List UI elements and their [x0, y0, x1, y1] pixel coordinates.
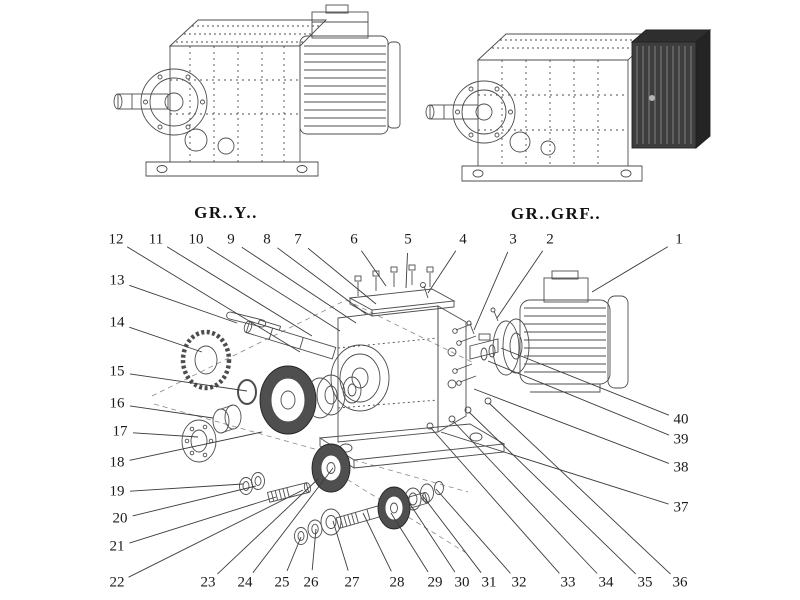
leader-line-29 [390, 512, 429, 573]
leader-line-2 [496, 250, 544, 319]
leader-line-6 [361, 250, 387, 287]
callout-26: 26 [303, 574, 319, 591]
leader-line-7 [307, 247, 377, 305]
leader-line-39 [487, 360, 670, 436]
callout-40: 40 [673, 411, 689, 428]
callout-3: 3 [509, 231, 517, 248]
callout-36: 36 [672, 574, 688, 591]
callout-22: 22 [109, 574, 125, 591]
leader-line-26 [311, 528, 317, 571]
callout-16: 16 [109, 395, 125, 412]
leader-line-10 [206, 246, 341, 332]
leader-line-23 [217, 478, 319, 575]
leader-line-3 [473, 251, 509, 331]
callout-33: 33 [560, 574, 576, 591]
assembled-gearmotor-gr-y [113, 4, 401, 177]
callout-11: 11 [148, 231, 164, 248]
callout-32: 32 [511, 574, 527, 591]
callout-18: 18 [109, 454, 125, 471]
callout-19: 19 [109, 483, 125, 500]
leader-line-30 [407, 500, 456, 573]
leader-line-25 [286, 536, 302, 572]
leader-line-16 [129, 405, 214, 419]
leader-line-4 [427, 250, 457, 294]
leader-line-24 [252, 467, 334, 573]
leader-line-9 [241, 246, 357, 324]
leader-line-18 [129, 431, 263, 461]
callout-7: 7 [294, 231, 302, 248]
leader-line-37 [440, 431, 669, 505]
callout-31: 31 [481, 574, 497, 591]
callout-28: 28 [389, 574, 405, 591]
leader-line-27 [332, 520, 349, 571]
leader-line-1 [591, 246, 669, 293]
callout-23: 23 [200, 574, 216, 591]
leader-line-8 [277, 247, 367, 315]
leader-line-32 [435, 488, 511, 574]
leader-line-21 [129, 496, 277, 544]
leader-line-19 [129, 483, 244, 492]
leader-line-13 [129, 284, 238, 324]
leader-line-22 [128, 489, 304, 578]
callout-10: 10 [188, 231, 204, 248]
callout-17: 17 [112, 423, 128, 440]
leader-line-31 [421, 494, 482, 573]
callout-35: 35 [637, 574, 653, 591]
callout-9: 9 [227, 231, 235, 248]
callout-12: 12 [108, 231, 124, 248]
leader-line-5 [405, 252, 408, 289]
exploded-view [151, 264, 629, 555]
callout-25: 25 [274, 574, 290, 591]
leader-line-34 [452, 420, 598, 574]
callout-6: 6 [350, 231, 358, 248]
callout-38: 38 [673, 459, 689, 476]
callout-15: 15 [109, 363, 125, 380]
leader-line-38 [473, 388, 670, 464]
leader-line-33 [430, 427, 560, 574]
callout-39: 39 [673, 431, 689, 448]
callout-27: 27 [344, 574, 360, 591]
callout-1: 1 [675, 231, 683, 248]
variant-label-gr-grf: GR..GRF.. [510, 204, 602, 223]
callout-21: 21 [109, 538, 125, 555]
assembled-gearmotor-gr-grf [425, 29, 712, 182]
callout-13: 13 [109, 272, 125, 289]
leader-line-35 [468, 411, 637, 575]
variant-label-gr-y: GR..Y.. [194, 203, 258, 222]
callout-4: 4 [459, 231, 467, 248]
callout-2: 2 [546, 231, 554, 248]
leader-line-14 [129, 326, 203, 353]
callout-8: 8 [263, 231, 271, 248]
leader-line-12 [126, 246, 301, 353]
callout-37: 37 [673, 499, 689, 516]
leader-lines [126, 246, 671, 578]
leader-line-11 [166, 246, 313, 337]
leader-line-40 [500, 347, 670, 416]
callout-30: 30 [454, 574, 470, 591]
callout-20: 20 [112, 510, 128, 527]
leader-line-20 [132, 485, 257, 517]
leader-line-15 [129, 373, 248, 392]
leader-line-36 [488, 402, 671, 575]
callout-14: 14 [109, 314, 125, 331]
leader-line-17 [132, 432, 199, 438]
callout-24: 24 [237, 574, 253, 591]
callout-34: 34 [598, 574, 614, 591]
leader-line-28 [362, 512, 392, 572]
callout-5: 5 [404, 231, 412, 248]
callout-29: 29 [427, 574, 443, 591]
